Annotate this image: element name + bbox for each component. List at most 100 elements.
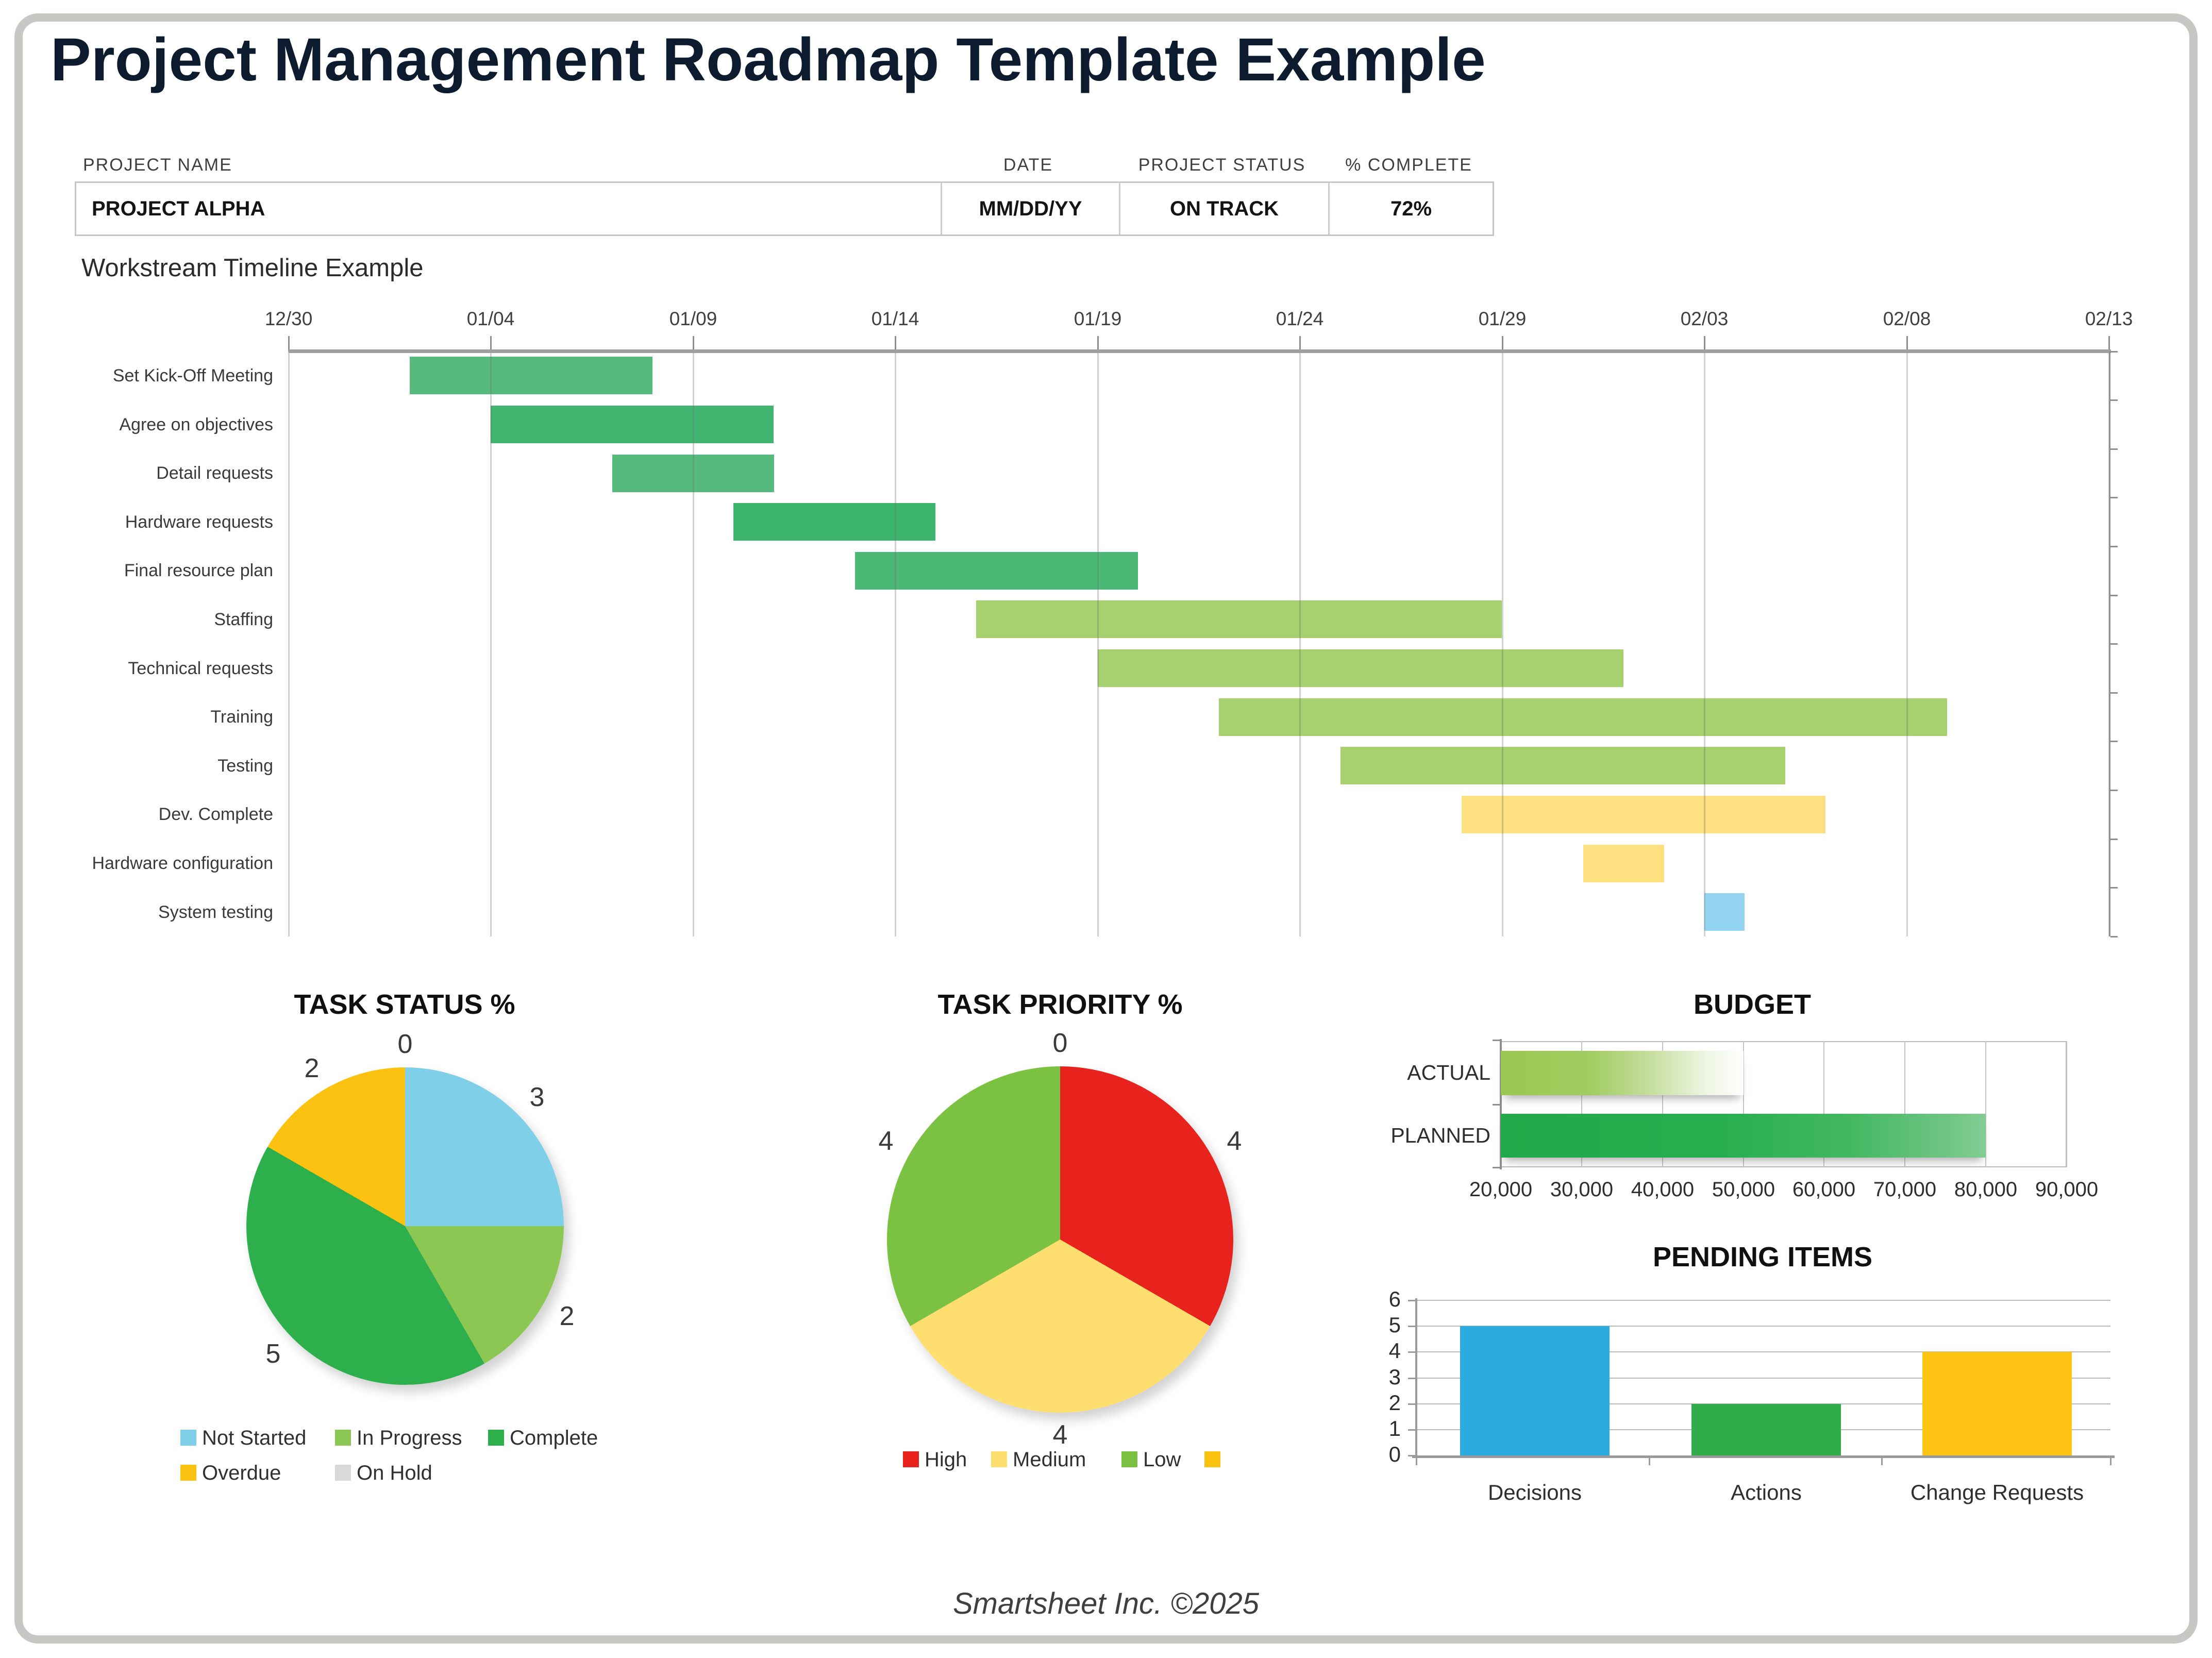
legend-label: Not Started bbox=[202, 1427, 307, 1449]
budget-grid-line bbox=[2066, 1041, 2067, 1167]
gantt-task-label: Dev. Complete bbox=[158, 805, 273, 824]
pending-ytick-label: 6 bbox=[1388, 1287, 1401, 1311]
budget-grid-line bbox=[1581, 1041, 1582, 1167]
pie-value-label: 3 bbox=[529, 1082, 545, 1112]
gantt-task-label: Staffing bbox=[214, 610, 273, 629]
gantt-axis-tick bbox=[1299, 336, 1301, 351]
gantt-section-heading: Workstream Timeline Example bbox=[81, 254, 424, 282]
gantt-right-axis-tick bbox=[2110, 546, 2118, 547]
legend-label: In Progress bbox=[357, 1427, 462, 1449]
gantt-bar bbox=[1583, 845, 1664, 882]
percent-complete-cell[interactable]: 72% bbox=[1328, 183, 1493, 235]
pending-bar bbox=[1691, 1404, 1841, 1455]
gantt-task-label: Training bbox=[210, 707, 273, 727]
pending-yaxis-tick bbox=[1408, 1300, 1415, 1301]
pending-ytick-label: 4 bbox=[1388, 1338, 1401, 1363]
budget-grid-line bbox=[1743, 1041, 1744, 1167]
gantt-date-label: 12/30 bbox=[264, 308, 313, 329]
gantt-bar bbox=[1098, 649, 1623, 687]
pending-xaxis-tick bbox=[2110, 1458, 2112, 1465]
gantt-axis-tick bbox=[1704, 336, 1705, 351]
budget-axis-tick-label: 70,000 bbox=[1873, 1178, 1937, 1201]
gantt-grid-line bbox=[1906, 351, 1908, 936]
gantt-task-label: Technical requests bbox=[128, 659, 273, 678]
legend-label: Overdue bbox=[202, 1462, 281, 1484]
pie-value-label: 0 bbox=[397, 1029, 413, 1059]
gantt-bar bbox=[1340, 747, 1785, 784]
pending-grid-line bbox=[1416, 1351, 2110, 1352]
gantt-right-axis-line bbox=[2109, 351, 2110, 936]
gantt-bar bbox=[410, 357, 652, 394]
gantt-right-axis-tick bbox=[2110, 643, 2118, 645]
budget-axis-tick-label: 40,000 bbox=[1631, 1178, 1695, 1201]
legend-swatch bbox=[991, 1451, 1007, 1467]
pie-value-label: 0 bbox=[1052, 1028, 1068, 1058]
legend-swatch bbox=[903, 1451, 919, 1467]
task-status-chart-title: TASK STATUS % bbox=[294, 989, 515, 1020]
gantt-axis-tick bbox=[1502, 336, 1503, 351]
pending-category-label: Actions bbox=[1731, 1480, 1802, 1504]
budget-axis-tick-label: 80,000 bbox=[1954, 1178, 2018, 1201]
pie-circle bbox=[246, 1067, 564, 1385]
gantt-right-axis-tick bbox=[2110, 497, 2118, 498]
pending-grid-line bbox=[1416, 1300, 2110, 1301]
pending-ytick-label: 3 bbox=[1388, 1365, 1401, 1389]
gantt-axis-tick bbox=[1906, 336, 1908, 351]
gantt-grid-line bbox=[1704, 351, 1705, 936]
task-priority-chart-title: TASK PRIORITY % bbox=[937, 989, 1183, 1020]
legend-swatch bbox=[180, 1430, 196, 1446]
gantt-date-label: 01/19 bbox=[1074, 308, 1122, 329]
gantt-date-label: 01/14 bbox=[871, 308, 919, 329]
budget-axis-tick-label: 20,000 bbox=[1469, 1178, 1533, 1201]
project-status-cell[interactable]: ON TRACK bbox=[1119, 183, 1328, 235]
budget-axis-tick-label: 60,000 bbox=[1792, 1178, 1856, 1201]
date-cell[interactable]: MM/DD/YY bbox=[941, 183, 1119, 235]
pie-value-label: 2 bbox=[559, 1301, 575, 1331]
gantt-axis-tick bbox=[895, 336, 896, 351]
gantt-grid-line bbox=[1502, 351, 1503, 936]
pending-grid-line bbox=[1416, 1326, 2110, 1327]
gantt-grid-line bbox=[288, 351, 290, 936]
gantt-axis-tick bbox=[2108, 336, 2110, 351]
pending-ytick-label: 5 bbox=[1388, 1313, 1401, 1337]
pending-bar bbox=[1460, 1326, 1610, 1455]
project-name-cell[interactable]: PROJECT ALPHA bbox=[92, 197, 265, 220]
footer-credit: Smartsheet Inc. ©2025 bbox=[952, 1587, 1260, 1620]
legend-swatch bbox=[1204, 1451, 1220, 1467]
gantt-grid-line bbox=[1097, 351, 1099, 936]
gantt-bar bbox=[491, 406, 774, 443]
legend-swatch bbox=[335, 1465, 351, 1481]
pending-yaxis-tick bbox=[1408, 1326, 1415, 1327]
pie-value-label: 4 bbox=[878, 1126, 894, 1156]
legend-swatch bbox=[1121, 1451, 1137, 1467]
budget-grid-line bbox=[1985, 1041, 1986, 1167]
pending-yaxis-tick bbox=[1408, 1351, 1415, 1353]
budget-category-label: ACTUAL bbox=[1407, 1061, 1490, 1084]
legend-swatch bbox=[180, 1465, 196, 1481]
pending-category-label: Change Requests bbox=[1910, 1480, 2084, 1504]
gantt-right-axis-tick bbox=[2110, 448, 2118, 450]
budget-grid-line bbox=[1662, 1041, 1663, 1167]
gantt-right-axis-tick bbox=[2110, 790, 2118, 791]
pending-xaxis-tick bbox=[1881, 1458, 1883, 1465]
gantt-date-label: 01/29 bbox=[1478, 308, 1527, 329]
budget-chart-title: BUDGET bbox=[1694, 989, 1811, 1020]
gantt-task-label: Set Kick-Off Meeting bbox=[112, 366, 273, 386]
pending-grid-line bbox=[1416, 1378, 2110, 1379]
legend-swatch bbox=[335, 1430, 351, 1446]
budget-left-axis-tick bbox=[1493, 1167, 1500, 1168]
pending-ytick-label: 2 bbox=[1388, 1391, 1401, 1415]
pie-value-label: 4 bbox=[1227, 1126, 1242, 1156]
pending-left-axis-line bbox=[1415, 1298, 1417, 1458]
project-status-header: PROJECT STATUS bbox=[1138, 155, 1306, 175]
gantt-date-label: 02/08 bbox=[1883, 308, 1931, 329]
budget-left-axis-tick bbox=[1493, 1040, 1500, 1041]
pending-bottom-axis-line bbox=[1412, 1455, 2115, 1458]
gantt-bar bbox=[612, 455, 774, 492]
pending-ytick-label: 0 bbox=[1388, 1442, 1401, 1466]
gantt-task-label: Testing bbox=[217, 756, 273, 776]
pending-ytick-label: 1 bbox=[1388, 1416, 1401, 1441]
page-title: Project Management Roadmap Template Exam… bbox=[51, 26, 1486, 94]
budget-category-label: PLANNED bbox=[1390, 1124, 1490, 1147]
legend-label: Complete bbox=[510, 1427, 598, 1449]
